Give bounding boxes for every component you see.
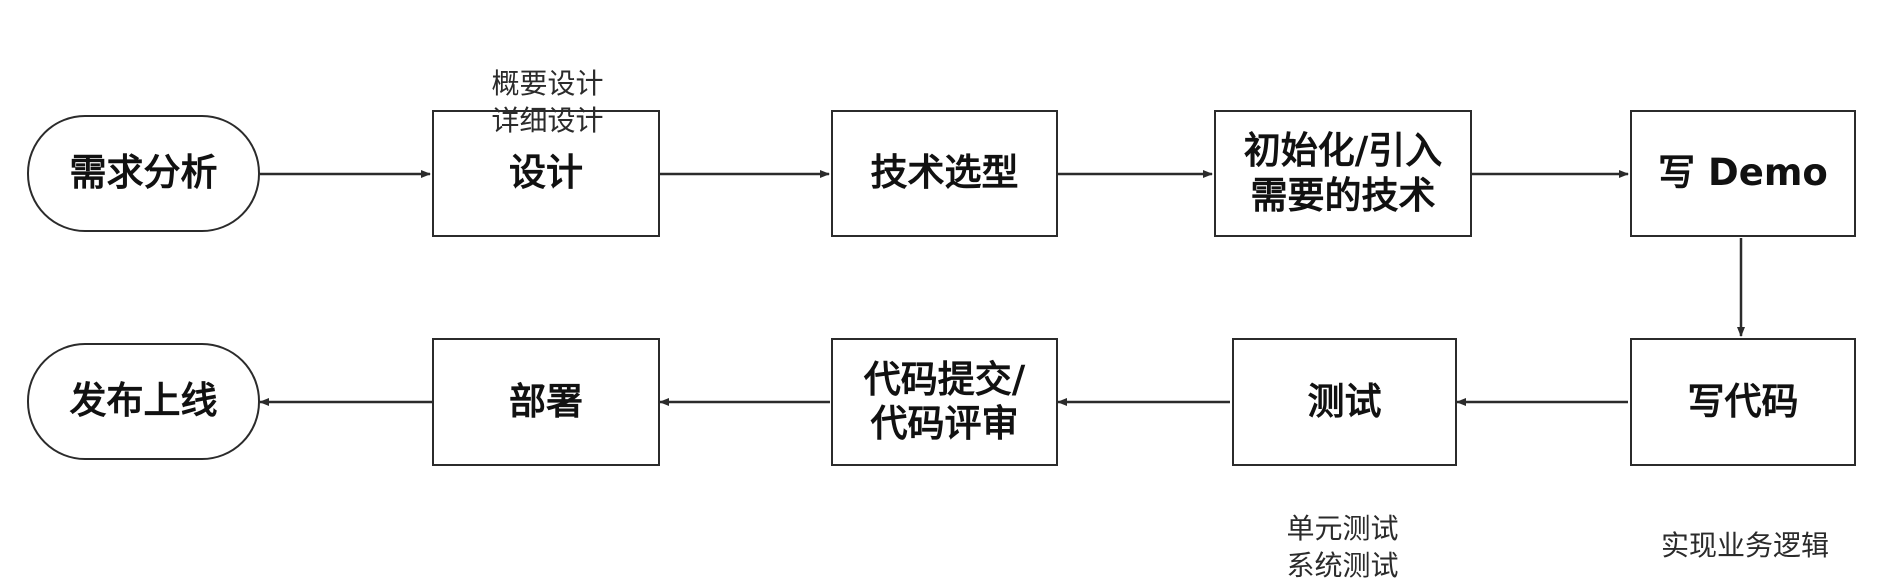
init-import-node: 初始化/引入 需要的技术 bbox=[1214, 110, 1472, 237]
commit-review-node: 代码提交/ 代码评审 bbox=[831, 338, 1058, 466]
release-label: 发布上线 bbox=[69, 379, 218, 423]
write-demo-label: 写 Demo bbox=[1658, 151, 1828, 195]
flow-connectors bbox=[259, 170, 1745, 406]
write-code-label: 写代码 bbox=[1687, 379, 1799, 423]
requirements-analysis-label: 需求分析 bbox=[69, 151, 218, 195]
testing-label: 测试 bbox=[1307, 379, 1382, 423]
commit-review-label: 代码提交/ 代码评审 bbox=[863, 357, 1026, 445]
release-node: 发布上线 bbox=[27, 343, 260, 460]
tech-selection-label: 技术选型 bbox=[870, 151, 1019, 195]
deploy-node: 部署 bbox=[432, 338, 660, 466]
write-code-annotation: 实现业务逻辑 bbox=[1640, 490, 1850, 564]
testing-annotation: 单元测试 系统测试 bbox=[1270, 473, 1415, 584]
design-annotation-text: 概要设计 详细设计 bbox=[491, 67, 604, 137]
testing-node: 测试 bbox=[1232, 338, 1457, 466]
deploy-label: 部署 bbox=[509, 379, 583, 423]
tech-selection-node: 技术选型 bbox=[831, 110, 1058, 237]
init-import-label: 初始化/引入 需要的技术 bbox=[1243, 129, 1443, 217]
design-label: 设计 bbox=[509, 151, 583, 195]
write-code-annotation-text: 实现业务逻辑 bbox=[1660, 529, 1829, 562]
requirements-analysis-node: 需求分析 bbox=[27, 115, 260, 232]
write-demo-node: 写 Demo bbox=[1630, 110, 1856, 237]
testing-annotation-text: 单元测试 系统测试 bbox=[1286, 512, 1399, 582]
design-node: 设计 bbox=[432, 110, 660, 237]
design-annotation: 概要设计 详细设计 bbox=[475, 28, 620, 139]
write-code-node: 写代码 bbox=[1630, 338, 1856, 466]
